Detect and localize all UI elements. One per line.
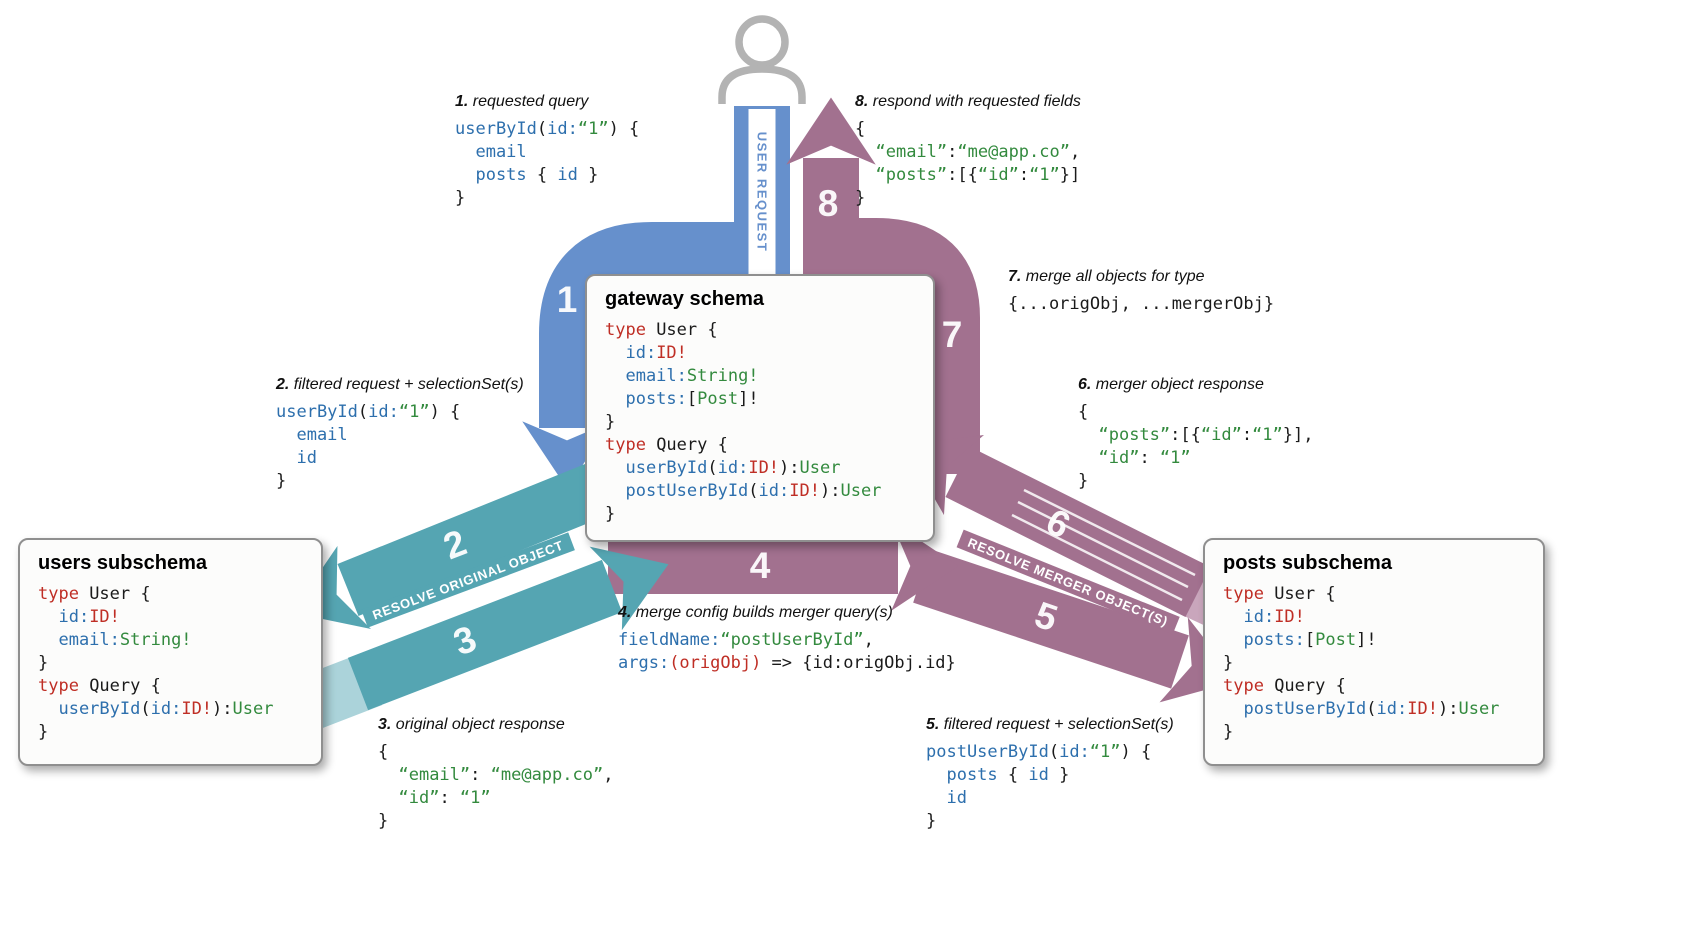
- annotation-1-code: userById(id:“1”) { email posts { id }}: [455, 119, 640, 208]
- user-icon: [718, 15, 806, 104]
- annotation-6-number: 6.: [1078, 376, 1092, 393]
- arrow-6-stripe: [1023, 488, 1196, 577]
- gateway-schema-box: gateway schema type User { id:ID! email:…: [585, 274, 935, 542]
- annotation-1-number: 1.: [455, 93, 469, 110]
- arrow-number-4: 4: [749, 545, 771, 586]
- arrow-1-band: [522, 222, 741, 489]
- annotation-8-number: 8.: [855, 93, 869, 110]
- annotation-3: 3. original object response { “email”: “…: [378, 716, 613, 833]
- annotation-5-code: postUserById(id:“1”) { posts { id } id}: [926, 742, 1152, 831]
- arrow-3-band: [347, 546, 669, 711]
- annotation-6-code: { “posts”:[{“id”:“1”}], “id”: “1”}: [1078, 402, 1314, 491]
- annotation-2: 2. filtered request + selectionSet(s) us…: [276, 376, 524, 493]
- annotation-3-code: { “email”: “me@app.co”, “id”: “1”}: [378, 742, 614, 831]
- annotation-5-label: filtered request + selectionSet(s): [943, 716, 1174, 733]
- annotation-3-label: original object response: [395, 716, 565, 733]
- annotation-1: 1. requested query userById(id:“1”) { em…: [455, 93, 639, 210]
- annotation-7-label: merge all objects for type: [1025, 268, 1205, 285]
- posts-subschema-box: posts subschema type User { id:ID! posts…: [1203, 538, 1545, 766]
- annotation-4-label: merge config builds merger query(s): [635, 604, 893, 621]
- gateway-schema-code: type User { id:ID! email:String! posts:[…: [605, 320, 882, 524]
- user-icon-head: [735, 15, 789, 69]
- annotation-2-code: userById(id:“1”) { email id}: [276, 402, 461, 491]
- gateway-schema-title: gateway schema: [605, 288, 764, 310]
- annotation-6-label: merger object response: [1095, 376, 1264, 393]
- users-subschema-title: users subschema: [38, 552, 207, 574]
- users-subschema-box: users subschema type User { id:ID! email…: [18, 538, 323, 766]
- annotation-2-number: 2.: [276, 376, 290, 393]
- arrow-number-1: 1: [556, 279, 578, 320]
- arrow-6-stripe: [1017, 500, 1189, 589]
- annotation-2-label: filtered request + selectionSet(s): [293, 376, 524, 393]
- posts-subschema-code: type User { id:ID! posts:[Post]!}type Qu…: [1223, 584, 1500, 742]
- annotation-3-number: 3.: [378, 716, 392, 733]
- annotation-8: 8. respond with requested fields { “emai…: [855, 93, 1081, 210]
- posts-subschema-title: posts subschema: [1223, 552, 1392, 574]
- annotation-4-number: 4.: [618, 604, 632, 621]
- users-subschema-code: type User { id:ID! email:String!}type Qu…: [38, 584, 274, 742]
- annotation-7-number: 7.: [1008, 268, 1022, 285]
- annotation-6: 6. merger object response { “posts”:[{“i…: [1078, 376, 1314, 493]
- arrow-number-8: 8: [817, 183, 839, 224]
- annotation-5-number: 5.: [926, 716, 940, 733]
- arrow-6-stripe: [1011, 513, 1183, 602]
- arrow-7-band: [834, 218, 980, 474]
- user-icon-shoulders: [718, 65, 806, 104]
- user-request-label: USER REQUEST: [748, 109, 776, 275]
- annotation-4-code: fieldName:“postUserById”,args:(origObj) …: [618, 630, 956, 673]
- arrow-5-band: [913, 549, 1238, 703]
- annotation-7: 7. merge all objects for type {...origOb…: [1008, 268, 1274, 316]
- annotation-7-code: {...origObj, ...mergerObj}: [1008, 294, 1275, 314]
- annotation-8-label: respond with requested fields: [872, 93, 1081, 110]
- annotation-4: 4. merge config builds merger query(s) f…: [618, 604, 956, 675]
- annotation-8-code: { “email”:“me@app.co”, “posts”:[{“id”:“1…: [855, 119, 1081, 208]
- annotation-5: 5. filtered request + selectionSet(s) po…: [926, 716, 1174, 833]
- arrow-number-7: 7: [941, 314, 963, 355]
- annotation-1-label: requested query: [472, 93, 589, 110]
